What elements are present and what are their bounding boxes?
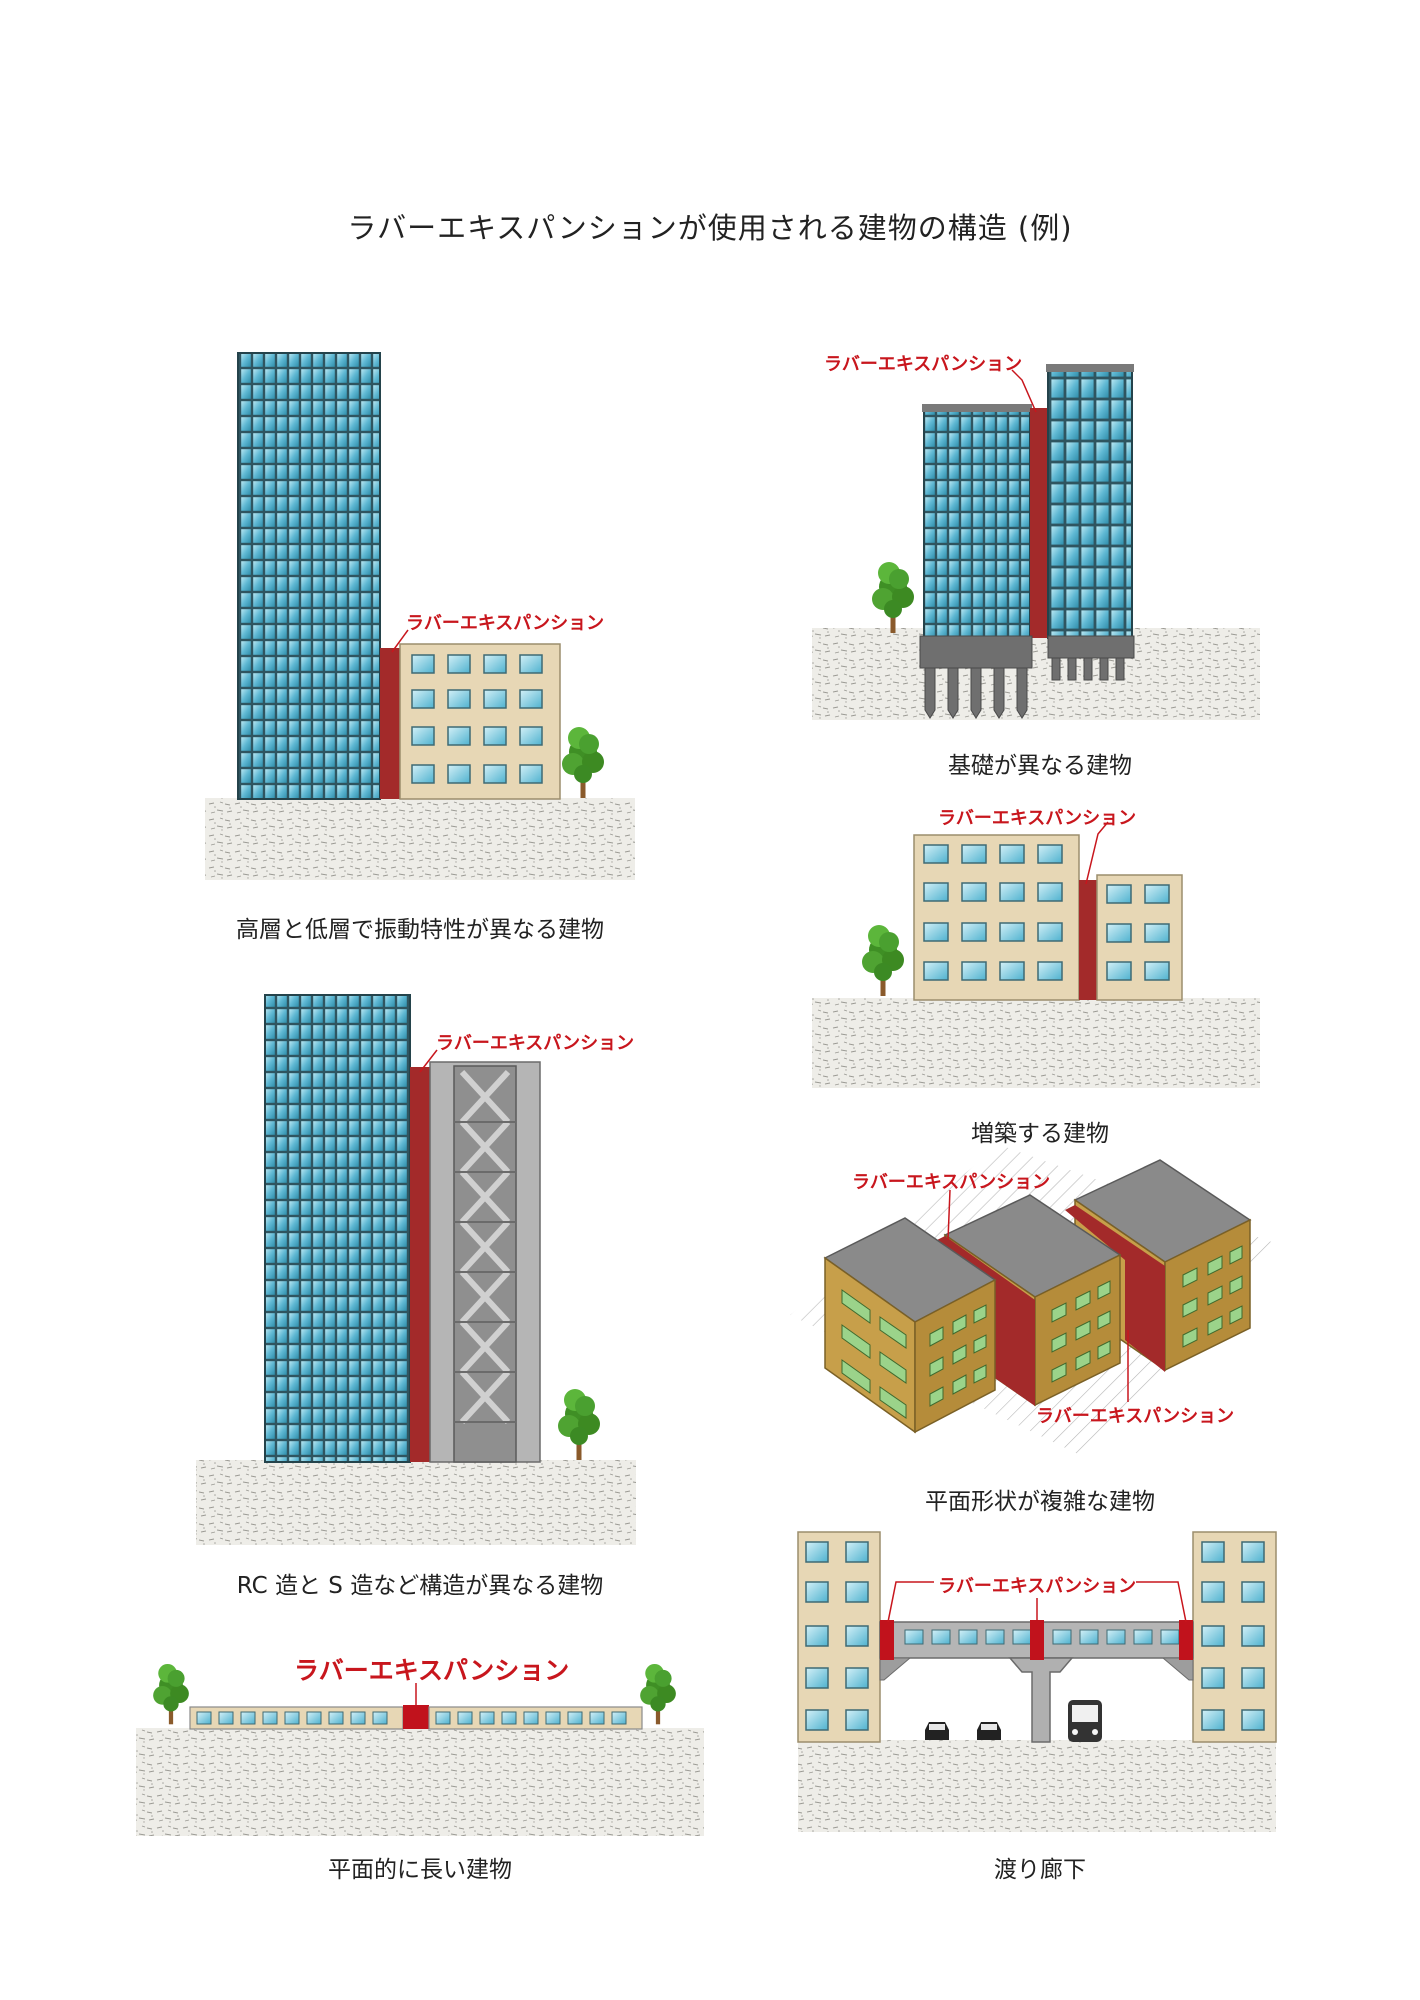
tower-left-cap: [922, 404, 1032, 412]
tower-right-cap: [1046, 364, 1134, 372]
tree: [153, 1663, 189, 1725]
tree: [862, 925, 904, 996]
caption-corridor: 渡り廊下: [994, 1857, 1086, 1883]
caption-long-plan: 平面的に長い建物: [328, 1857, 512, 1883]
callout-leader: [391, 629, 409, 653]
left-building: [797, 1531, 881, 1743]
ground: [196, 1460, 636, 1545]
tree: [640, 1663, 676, 1725]
callout-leader: [1011, 369, 1037, 413]
caption-high-low-rise: 高層と低層で振動特性が異なる建物: [236, 917, 604, 943]
callout-label-rc-s-structure: ラバーエキスパンション: [436, 1033, 635, 1054]
tree: [558, 1389, 600, 1460]
callout-label-complex-plan-top: ラバーエキスパンション: [852, 1172, 1051, 1193]
callout-leader: [947, 1189, 951, 1241]
foundation-right: [1047, 635, 1135, 681]
panel-extension: [812, 821, 1260, 1088]
high-rise-tower: [237, 352, 381, 800]
panel-long-plan: [136, 1663, 704, 1836]
steel-frame-building: [429, 1061, 541, 1463]
callout-label-different-foundation: ラバーエキスパンション: [824, 354, 1023, 375]
callout-leader: [1085, 821, 1109, 885]
callout-label-high-low-rise: ラバーエキスパンション: [406, 613, 605, 634]
expansion-joint: [1079, 880, 1097, 1000]
car-icon: [977, 1722, 1001, 1740]
iso-block-1: [823, 1217, 997, 1434]
foundation-left: [919, 635, 1033, 719]
expansion-joint: [1179, 1620, 1193, 1660]
caption-different-foundation: 基礎が異なる建物: [948, 753, 1132, 779]
callout-leader: [419, 1049, 438, 1073]
caption-extension: 増築する建物: [971, 1121, 1109, 1147]
tree: [562, 727, 604, 798]
ground: [812, 998, 1260, 1088]
expansion-joint: [403, 1705, 429, 1729]
panel-different-foundation: [812, 364, 1260, 720]
expansion-joint: [410, 1067, 430, 1462]
tree: [872, 562, 914, 633]
ground: [798, 1740, 1276, 1832]
low-rise-building: [399, 643, 561, 800]
rc-tower: [264, 994, 411, 1463]
expansion-joint: [937, 1236, 1035, 1406]
panel-corridor: [797, 1531, 1277, 1832]
expansion-joint: [380, 648, 400, 799]
callout-label-corridor: ラバーエキスパンション: [938, 1576, 1137, 1597]
tower-left: [923, 407, 1031, 639]
expansion-joint: [1030, 408, 1048, 638]
existing-building: [913, 834, 1080, 1001]
caption-complex-plan: 平面形状が複雑な建物: [925, 1489, 1155, 1515]
page-title: ラバーエキスパンションが使用される建物の構造 (例): [347, 211, 1073, 245]
callout-label-complex-plan-bottom: ラバーエキスパンション: [1036, 1406, 1235, 1427]
bus-icon: [1068, 1700, 1102, 1742]
panel-rc-s-structure: [196, 994, 636, 1545]
right-building: [1192, 1531, 1277, 1743]
expansion-joint: [880, 1620, 894, 1660]
extension-building: [1096, 874, 1183, 1001]
tower-right: [1047, 369, 1133, 639]
ground: [205, 798, 635, 880]
callout-leader: [1136, 1581, 1187, 1623]
expansion-joint: [1030, 1620, 1044, 1660]
panel-high-low-rise: [205, 352, 635, 880]
callout-label-extension: ラバーエキスパンション: [938, 808, 1137, 829]
ground: [136, 1728, 704, 1836]
panel-complex-plan: [790, 1145, 1280, 1455]
car-icon: [925, 1722, 949, 1740]
ground: [812, 628, 1260, 720]
caption-rc-s-structure: RC 造と S 造など構造が異なる建物: [236, 1573, 604, 1599]
callout-label-long-plan: ラバーエキスパンション: [294, 1656, 570, 1685]
callout-leader: [887, 1581, 934, 1623]
expansion-joint: [1065, 1205, 1165, 1372]
